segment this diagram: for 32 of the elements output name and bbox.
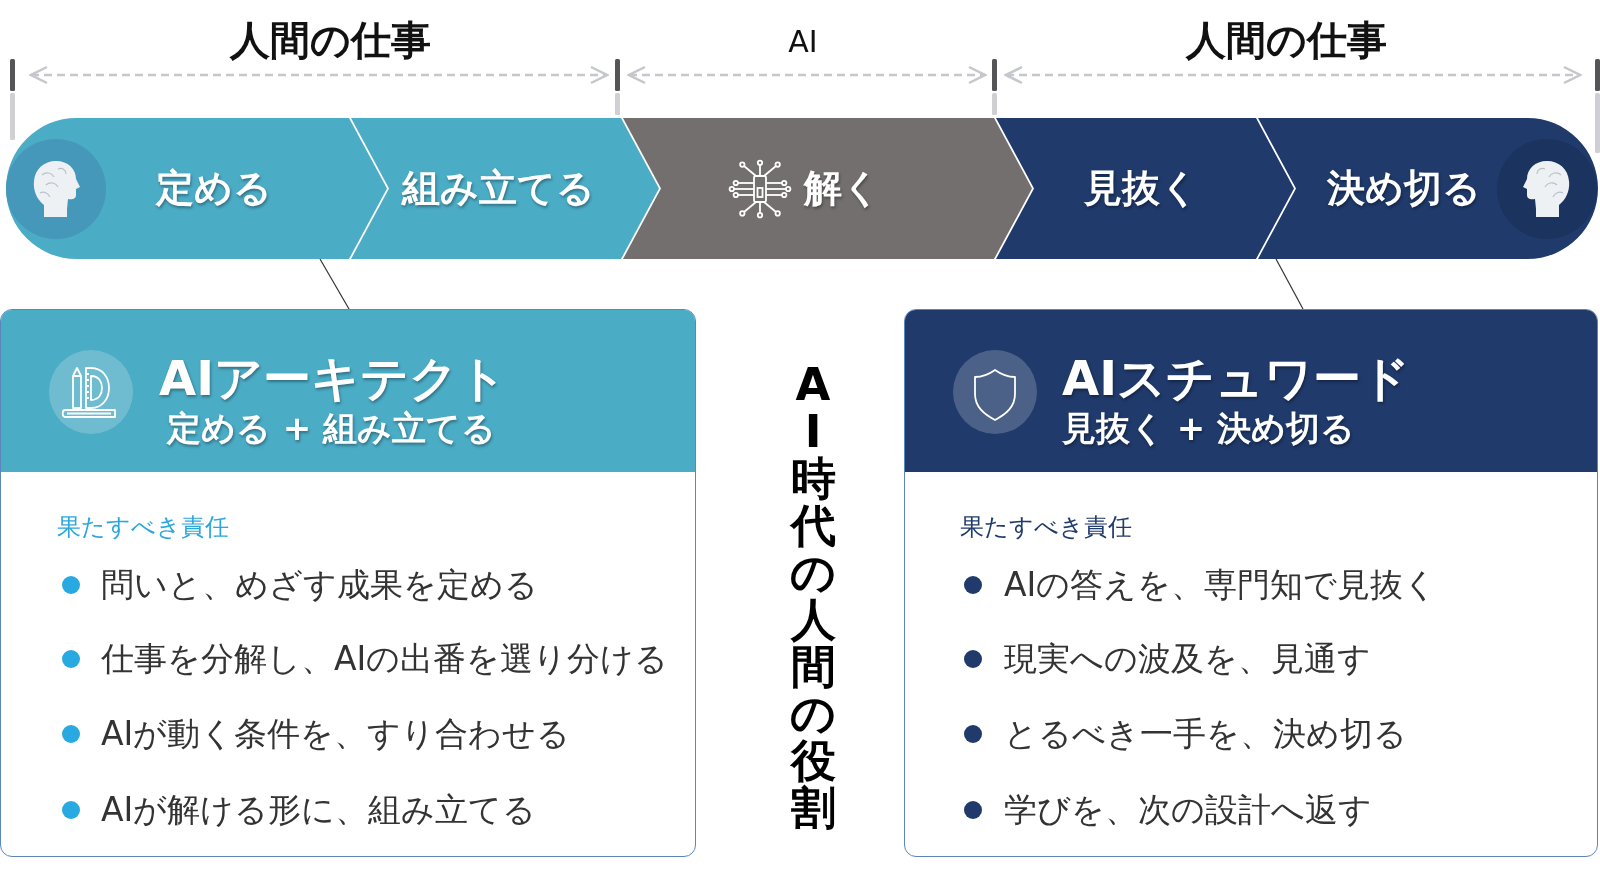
chevron-segment <box>996 118 1294 259</box>
leader-line <box>1275 258 1304 310</box>
segment-label: 定める <box>156 166 272 211</box>
range-label: 人間の仕事 <box>229 17 431 63</box>
responsibility-item: 問いと、めざす成果を定める <box>101 566 538 604</box>
card-subtitle: 定める + 組み立てる <box>167 409 497 449</box>
responsibility-item: 現実への波及を、見通す <box>1004 640 1371 678</box>
leader-line <box>319 258 350 310</box>
range-label: 人間の仕事 <box>1185 17 1387 63</box>
chevron-segment <box>623 118 1032 259</box>
card-title: AIアーキテクト <box>159 351 507 407</box>
section-heading: 果たすべき責任 <box>960 514 1132 542</box>
responsibility-item: 学びを、次の設計へ返す <box>1004 791 1372 829</box>
responsibility-item: AIが解ける形に、組み立てる <box>101 791 537 829</box>
segment-label: 解く <box>803 166 881 211</box>
role-card <box>904 309 1598 857</box>
segment-label: 決め切る <box>1327 166 1481 211</box>
responsibility-item: 仕事を分解し、AIの出番を選り分ける <box>101 640 669 678</box>
range-label: AI <box>788 24 818 60</box>
chevron-segment <box>1258 118 1598 259</box>
card-subtitle: 見抜く + 決め切る <box>1062 409 1356 449</box>
chevron-segment <box>351 118 659 259</box>
responsibility-item: AIが動く条件を、すり合わせる <box>101 715 571 753</box>
role-card <box>0 309 696 857</box>
responsibility-item: AIの答えを、専門知で見抜く <box>1004 566 1438 604</box>
segment-label: 組み立てる <box>401 166 595 211</box>
card-title: AIスチュワード <box>1062 351 1410 407</box>
section-heading: 果たすべき責任 <box>57 514 229 542</box>
vertical-title: AI時代の人間の役割 <box>789 361 837 831</box>
responsibility-item: とるべき一手を、決め切る <box>1004 715 1407 753</box>
segment-label: 見抜く <box>1083 166 1199 211</box>
chevron-segment <box>6 118 387 259</box>
